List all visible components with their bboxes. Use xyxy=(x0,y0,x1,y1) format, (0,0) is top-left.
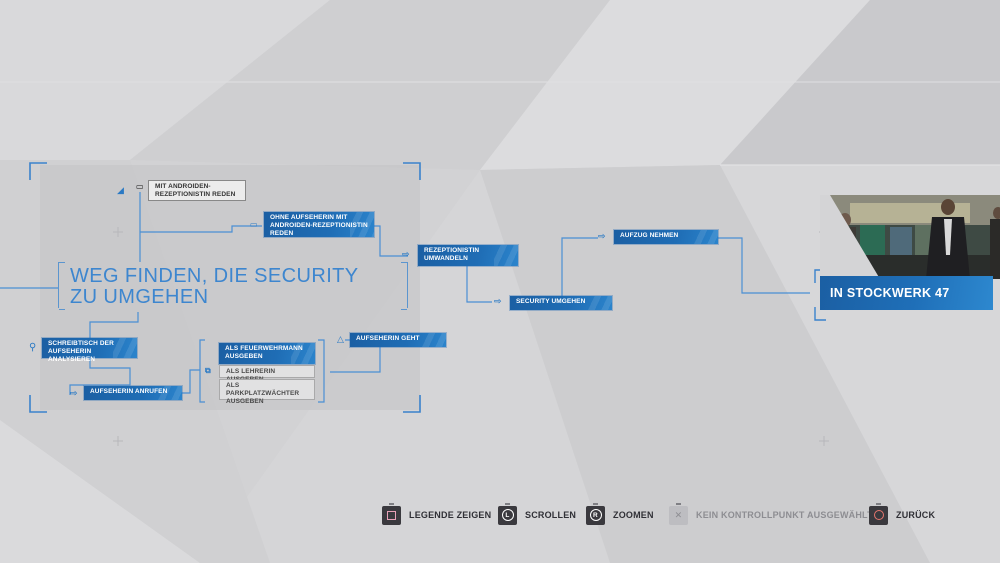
scene-title-line-1: WEG FINDEN, DIE SECURITY xyxy=(70,265,359,287)
chat-icon: ⧉ xyxy=(205,366,211,375)
scene-title-frame xyxy=(58,262,408,310)
legend-show-legend[interactable]: LEGENDE ZEIGEN xyxy=(382,502,492,526)
legend-label: LEGENDE ZEIGEN xyxy=(409,510,492,520)
node-analyze-desk[interactable]: SCHREIBTISCH DER AUFSEHERIN ANALYSIEREN xyxy=(42,338,137,363)
cross-button-icon: ✕ xyxy=(669,502,688,525)
node-option-firefighter[interactable]: ALS FEUERWEHRMANN AUSGEBEN xyxy=(219,343,315,364)
node-option-teacher[interactable]: ALS LEHRERIN AUSGEBEN xyxy=(219,365,315,383)
arrow-icon: ⇨ xyxy=(598,231,606,241)
node-take-elevator[interactable]: AUFZUG NEHMEN xyxy=(614,230,718,244)
arrow-icon: ⇨ xyxy=(402,249,410,259)
circle-button-icon xyxy=(869,502,888,525)
speech-bubble-icon: ◢ xyxy=(117,185,124,195)
node-option-parking-attendant[interactable]: ALS PARKPLATZWÄCHTER AUSGEBEN xyxy=(219,379,315,405)
arrow-icon: ⇨ xyxy=(70,388,78,398)
legend-label: KEIN KONTROLLPUNKT AUSGEWÄHLT xyxy=(696,510,873,520)
node-bypass-security[interactable]: SECURITY UMGEHEN xyxy=(510,296,612,310)
legend-zoom[interactable]: R ZOOMEN xyxy=(586,502,654,526)
ending-panel[interactable] xyxy=(820,195,1000,313)
node-convert-receptionist[interactable]: REZEPTIONISTIN UMWANDELN xyxy=(418,245,518,266)
node-without-supervisor[interactable]: OHNE AUFSEHERIN MIT ANDROIDEN-REZEPTIONI… xyxy=(264,212,374,237)
left-stick-icon: L xyxy=(498,502,517,525)
legend-no-checkpoint: ✕ KEIN KONTROLLPUNKT AUSGEWÄHLT xyxy=(669,502,873,526)
ending-scene-image xyxy=(820,195,1000,279)
arrow-icon: ⇨ xyxy=(494,296,502,306)
chat-icon: ▭ xyxy=(136,182,144,191)
node-call-supervisor[interactable]: AUFSEHERIN ANRUFEN xyxy=(84,386,182,400)
legend-label: ZOOMEN xyxy=(613,510,654,520)
node-android-receptionist[interactable]: MIT ANDROIDEN-REZEPTIONISTIN REDEN xyxy=(148,180,246,201)
node-supervisor-leaves[interactable]: AUFSEHERIN GEHT xyxy=(350,333,446,347)
scene-title: WEG FINDEN, DIE SECURITY ZU UMGEHEN xyxy=(70,266,359,308)
legend-scroll[interactable]: L SCROLLEN xyxy=(498,502,577,526)
legend-back[interactable]: ZURÜCK xyxy=(869,502,936,526)
legend-label: ZURÜCK xyxy=(896,510,936,520)
chat-icon: ▭ xyxy=(250,220,258,229)
magnifier-icon: ⚲ xyxy=(29,342,37,353)
legend-label: SCROLLEN xyxy=(525,510,577,520)
warning-triangle-icon: △ xyxy=(337,334,344,344)
right-stick-icon: R xyxy=(586,502,605,525)
scene-title-line-2: ZU UMGEHEN xyxy=(70,286,209,308)
square-button-icon xyxy=(382,502,401,525)
ending-label[interactable]: IN STOCKWERK 47 xyxy=(820,276,993,310)
